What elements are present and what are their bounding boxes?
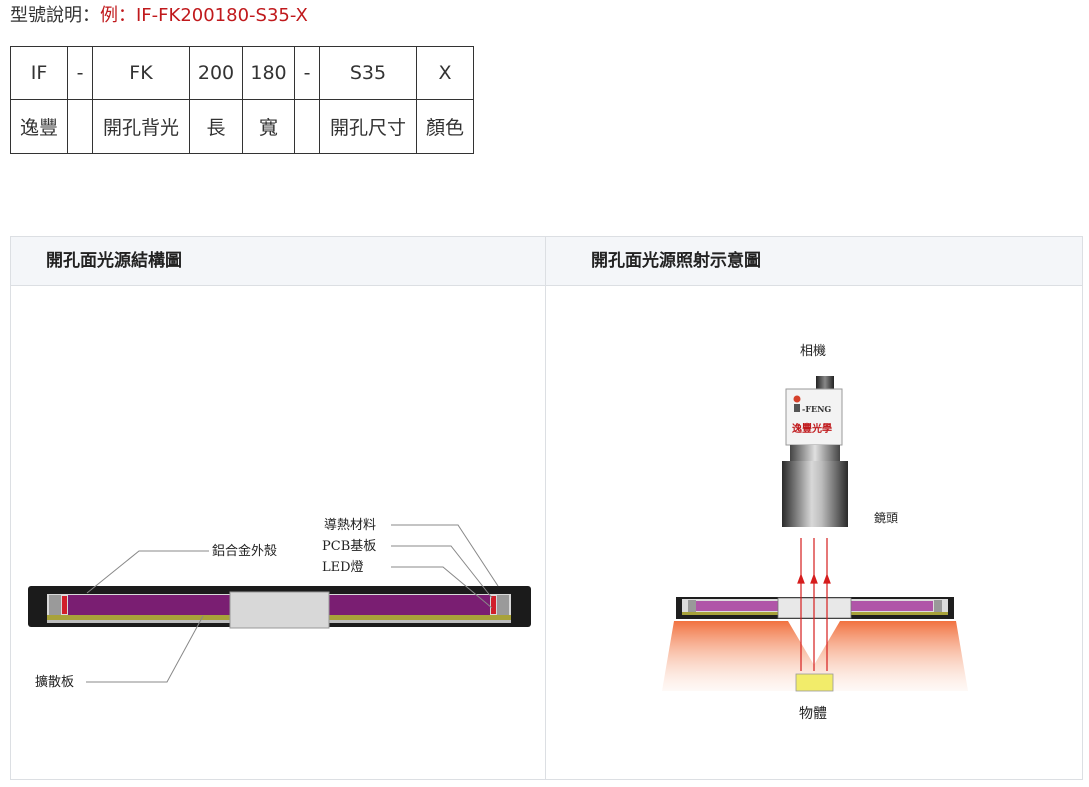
end-cap [688,600,696,612]
light-guide [851,601,933,611]
label-shell: 鋁合金外殼 [212,543,277,559]
code-cell: FK [92,46,190,100]
model-example: 例：IF-FK200180-S35-X [100,5,308,26]
brand-logo-icon [794,404,800,412]
illumination-diagram: 相機 -FENG 逸豐光學 鏡頭 [662,344,968,722]
model-code-row: IF - FK 200 180 - S35 X [10,46,474,100]
label-object: 物體 [799,706,827,722]
label-camera: 相機 [800,344,826,359]
model-explanation-label: 型號說明： [10,5,100,26]
code-cell: S35 [319,46,417,100]
illumination-panel: 開孔面光源照射示意圖 [545,236,1083,780]
code-cell: - [294,46,320,100]
object-block [795,673,834,692]
center-hole [229,591,330,629]
structure-panel: 開孔面光源結構圖 [10,236,546,780]
model-explanation: 型號說明：例：IF-FK200180-S35-X [10,4,308,28]
label-heat-material: 導熱材料 [324,518,376,533]
end-cap [49,595,61,615]
label-led: LED燈 [322,560,364,575]
camera-top-connector [816,376,834,389]
meaning-cell [294,99,320,154]
brand-chinese: 逸豐光學 [792,422,832,435]
led-strip [62,596,67,614]
led-strip [491,596,496,614]
meaning-cell [67,99,93,154]
light-glow [662,621,968,691]
end-cap [497,595,509,615]
code-cell: 200 [189,46,243,100]
light-guide [696,601,778,611]
structure-panel-title: 開孔面光源結構圖 [11,237,545,286]
brand-logo-icon [793,395,801,403]
code-cell: X [416,46,474,100]
meaning-cell: 顏色 [416,99,474,154]
brand-english: -FENG [802,404,831,414]
code-cell: - [67,46,93,100]
model-code-table: IF - FK 200 180 - S35 X 逸豐 開孔背光 長 寬 開孔尺寸… [10,46,474,154]
label-diffuser: 擴散板 [35,674,74,690]
code-cell: 180 [242,46,295,100]
model-meaning-row: 逸豐 開孔背光 長 寬 開孔尺寸 顏色 [10,99,474,154]
meaning-cell: 長 [189,99,243,154]
meaning-cell: 寬 [242,99,295,154]
label-lens: 鏡頭 [874,510,898,525]
label-pcb: PCB基板 [322,539,376,554]
meaning-cell: 開孔背光 [92,99,190,154]
meaning-cell: 逸豐 [10,99,68,154]
illumination-panel-title: 開孔面光源照射示意圖 [546,237,1082,286]
lens-ring [790,445,840,461]
code-cell: IF [10,46,68,100]
end-cap [934,600,942,612]
camera-lens [782,461,848,527]
light-guide [68,595,230,615]
structure-diagram: 導熱材料 PCB基板 LED燈 鋁合金外殼 擴散板 [28,518,531,690]
light-guide [329,595,490,615]
meaning-cell: 開孔尺寸 [319,99,417,154]
